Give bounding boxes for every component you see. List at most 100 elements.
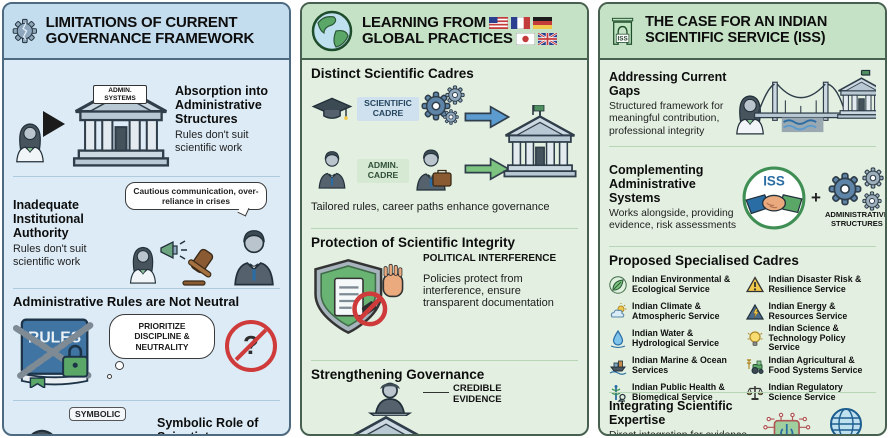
flag-us-icon (489, 16, 509, 29)
authority-text: Inadequate Institutional Authority Rules… (13, 198, 115, 268)
section-strengthening: Strengthening Governance CREDIBLE EVIDEN… (311, 360, 578, 436)
ship-icon (609, 360, 627, 375)
credible-building-icon (323, 412, 449, 436)
briefcase-person-icon (415, 148, 452, 192)
symbolic-heading: Symbolic Role of Scientists (157, 416, 259, 434)
cadre-item: Indian Agricultural & Food Systems Servi… (746, 353, 877, 378)
gear-icon (443, 109, 459, 125)
gaps-body: Structured framework for meaningful cont… (609, 101, 724, 137)
sun-cloud-icon (610, 302, 627, 318)
scientist-icon (127, 243, 159, 284)
cadre-item: Indian Environmental & Ecological Servic… (609, 272, 740, 297)
section-integrating: Integrating Scientific Expertise Direct … (609, 392, 876, 436)
limitations-title: LIMITATIONS OF CURRENT GOVERNANCE FRAMEW… (45, 13, 255, 47)
arch-iss-label: ISS (617, 36, 627, 43)
no-question-icon: ? (225, 319, 277, 372)
iss-title: THE CASE FOR AN INDIAN SCIENTIFIC SERVIC… (645, 14, 828, 46)
cadres-illustration: SCIENTIFIC CADRE ADMIN. CADRE (311, 81, 578, 201)
rules-heading: Administrative Rules are Not Neutral (13, 294, 240, 309)
global-title-line2: GLOBAL PRACTICES (362, 30, 513, 47)
bubble-tail (237, 204, 250, 217)
absorption-arrow-icon (43, 111, 65, 137)
flag-germany-icon (533, 16, 553, 29)
scientist-icon (13, 119, 47, 163)
gaps-heading: Addressing Current Gaps (609, 70, 727, 99)
flag-japan-icon (515, 33, 535, 46)
plus-sign: + (811, 187, 821, 207)
symbolic-text: Symbolic Role of Scientists Cannot forma… (157, 416, 280, 434)
political-interference-label: POLITICAL INTERFERENCE (423, 253, 557, 265)
admin-person-icon (315, 147, 349, 189)
cadres-caption: Tailored rules, career paths enhance gov… (311, 201, 550, 214)
strengthening-heading: Strengthening Governance (311, 367, 485, 382)
caution-speech-bubble: Cautious communication, over-reliance in… (125, 181, 267, 217)
banned-document-icon (118, 433, 119, 434)
gavel-icon (182, 248, 214, 286)
flag-france-icon (511, 16, 531, 29)
integrating-text: Integrating Scientific Expertise Direct … (609, 399, 759, 436)
distinct-cadres-heading: Distinct Scientific Cadres (311, 66, 474, 81)
admin-structures-group: ADMINISTRATIVE STRUCTURES (825, 167, 885, 228)
tractor-wheat-icon (746, 358, 763, 374)
panel-global-practices: LEARNING FROM GLOBAL PRACTIC (300, 2, 589, 436)
gaps-text: Addressing Current Gaps Structured frame… (609, 70, 727, 138)
section-authority: Inadequate Institutional Authority Rules… (13, 176, 280, 288)
integrating-body: Direct integration for evidence-based po… (609, 430, 751, 436)
warning-triangle-icon (745, 275, 764, 292)
gear-icon (828, 172, 862, 206)
absorption-heading: Absorption into Administrative Structure… (175, 83, 269, 126)
cadre-item: Indian Water & Hydrological Service (609, 326, 740, 351)
integrity-caption: Policies protect from interference, ensu… (423, 272, 554, 309)
cadre-item: Indian Marine & Ocean Services (609, 353, 740, 378)
shield-document-icon (314, 259, 404, 335)
speaker-podium-icon (367, 382, 413, 417)
strengthening-illustration: CREDIBLE EVIDENCE CREDIBLE EVIDENCE Guid… (311, 382, 578, 436)
graduation-cap-icon (311, 97, 353, 121)
leaf-icon (609, 275, 627, 294)
gear-icon (862, 167, 884, 189)
cadre-item: Indian Energy & Resources Service (745, 299, 877, 324)
admin-systems-sign: ADMIN. SYSTEMS (93, 85, 147, 105)
bridge-scene-icon (736, 69, 876, 135)
scientific-cadre-band: SCIENTIFIC CADRE (357, 97, 419, 121)
cloud-dot (115, 361, 124, 371)
complementing-body: Works alongside, providing evidence, ris… (609, 207, 737, 231)
panel-iss-case: ISS THE CASE FOR AN INDIAN SCIENTIFIC SE… (598, 2, 887, 436)
globe-icon (311, 10, 353, 52)
cadre-list: Indian Environmental & Ecological Servic… (609, 272, 876, 405)
limitations-header: LIMITATIONS OF CURRENT GOVERNANCE FRAMEW… (4, 4, 289, 60)
section-symbolic-role: SYMBOLIC Symbolic Role of Scientists Can… (13, 400, 280, 436)
gear-icon (862, 191, 882, 211)
integrity-text: POLITICAL INTERFERENCE Policies protect … (423, 253, 578, 309)
limitations-body: ADMIN. SYSTEMS Absorption into Administr… (4, 60, 289, 436)
complementing-heading: Complementing Administrative Systems (609, 162, 704, 205)
admin-cadre-band: ADMIN. CADRE (357, 159, 409, 183)
gear-icon (445, 85, 465, 105)
symbolic-illustration: SYMBOLIC (13, 407, 153, 436)
iss-handshake-icon: ISS (742, 166, 806, 229)
section-distinct-cadres: Distinct Scientific Cadres SCIENTIFIC CA… (311, 60, 578, 228)
cadre-item: Indian Science & Technology Policy Servi… (746, 323, 877, 352)
complementing-illustration: ISS + ADMINISTRATIVE STRUCTURES (741, 165, 885, 231)
building-flag-icon (532, 105, 545, 116)
complementing-text: Complementing Administrative Systems Wor… (609, 163, 737, 233)
global-title: LEARNING FROM GLOBAL PRACTIC (362, 13, 557, 48)
thought-cloud-text: PRIORITIZE DISCIPLINE & NEUTRALITY (109, 313, 215, 360)
strengthening-caption: Guided by evidence, not political conven… (469, 434, 581, 436)
scientist-award-icon (13, 423, 71, 436)
callout-line (423, 392, 449, 394)
flag-uk-icon (537, 33, 557, 46)
section-rules-not-neutral: Administrative Rules are Not Neutral RUL… (13, 288, 280, 400)
iss-body: Addressing Current Gaps Structured frame… (600, 60, 885, 436)
integrating-heading: Integrating Scientific Expertise (609, 399, 733, 427)
thought-cloud: PRIORITIZE DISCIPLINE & NEUTRALITY (107, 313, 215, 380)
authority-heading: Inadequate Institutional Authority (13, 198, 84, 241)
global-title-line1: LEARNING FROM (362, 13, 487, 31)
broken-gear-icon (12, 18, 37, 44)
cadres-heading: Proposed Specialised Cadres (609, 253, 799, 268)
integrating-illustration: RESILIENT FUTURE (763, 404, 876, 434)
iss-circle-label: ISS (763, 173, 785, 188)
resilient-globe-icon (830, 408, 863, 434)
water-drop-icon (610, 329, 626, 348)
